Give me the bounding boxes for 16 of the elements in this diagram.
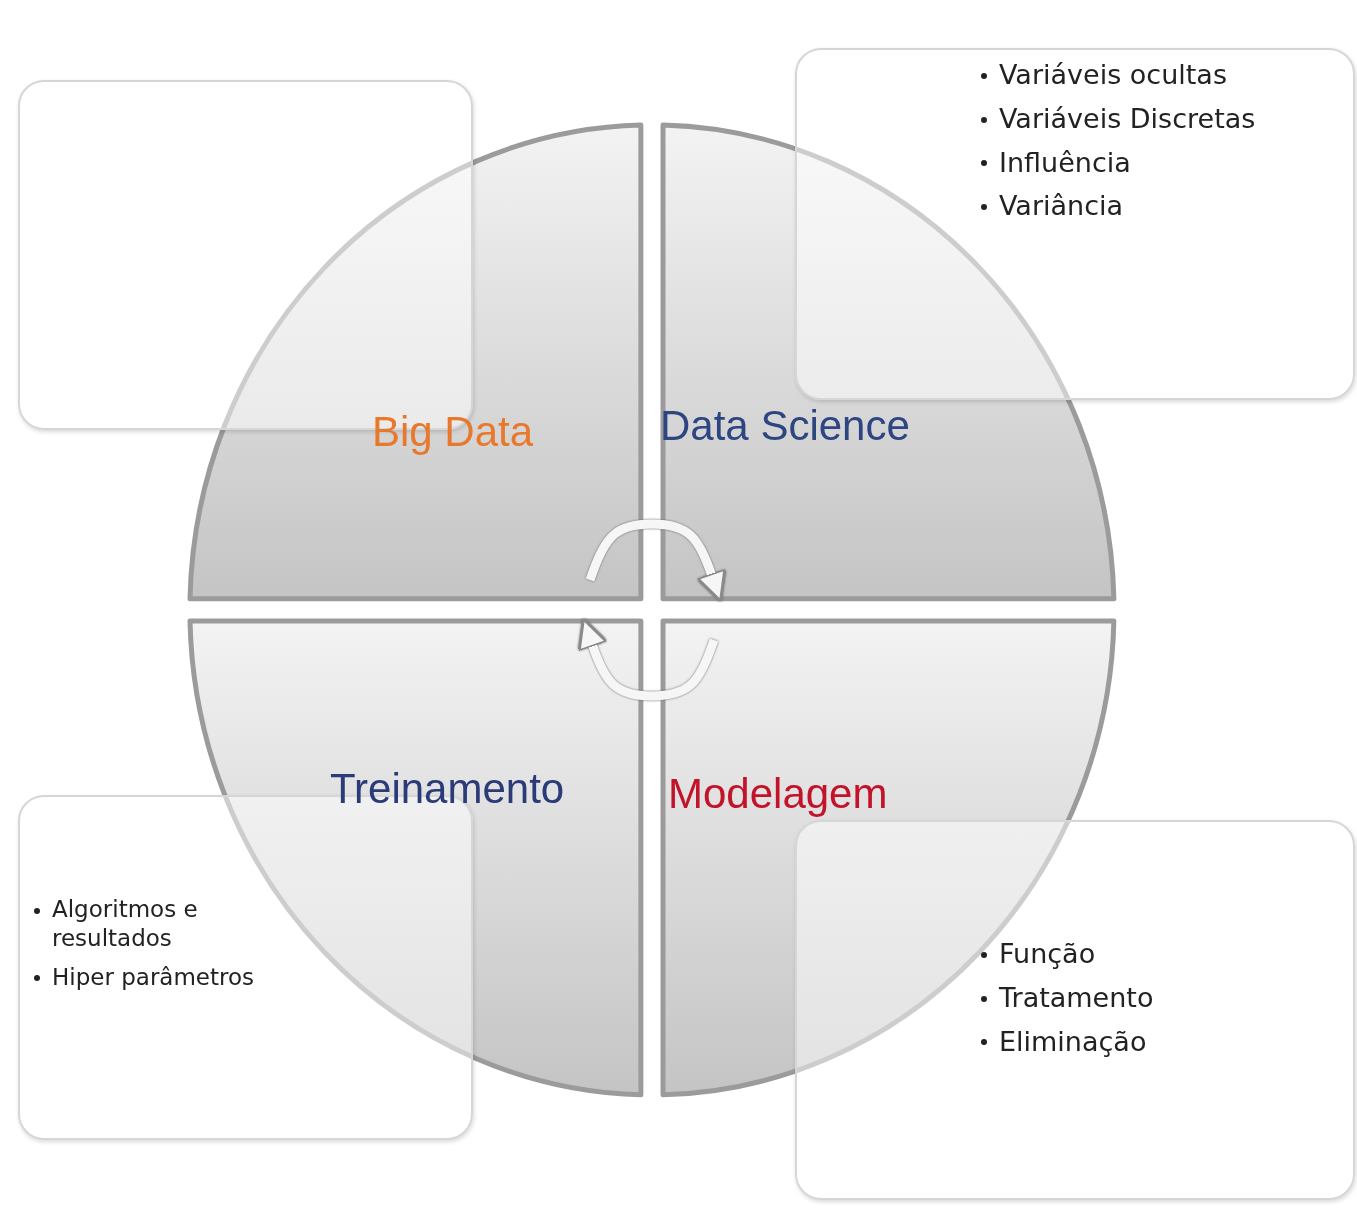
bullet-item: Tratamento (979, 980, 1347, 1015)
bullet-item: Variáveis ocultas (979, 58, 1347, 92)
bullet-item: Função (979, 937, 1347, 971)
text-card (795, 820, 1355, 1200)
bullet-item: Eliminação (979, 1024, 1347, 1059)
quadrant-title: Data Science (660, 402, 910, 450)
bullet-item: Algoritmos e resultados (32, 895, 302, 953)
quadrant-title: Modelagem (668, 770, 888, 818)
cycle-arrow (585, 519, 727, 603)
bullet-item: Variância (979, 189, 1347, 223)
bullet-item: Variáveis Discretas (979, 101, 1347, 136)
bullet-item: Hiper parâmetros (32, 962, 302, 992)
quadrant-title: Treinamento (330, 765, 565, 813)
quadrant-title: Big Data (372, 408, 534, 456)
bullet-item: Influência (979, 145, 1347, 180)
text-card (795, 48, 1355, 400)
